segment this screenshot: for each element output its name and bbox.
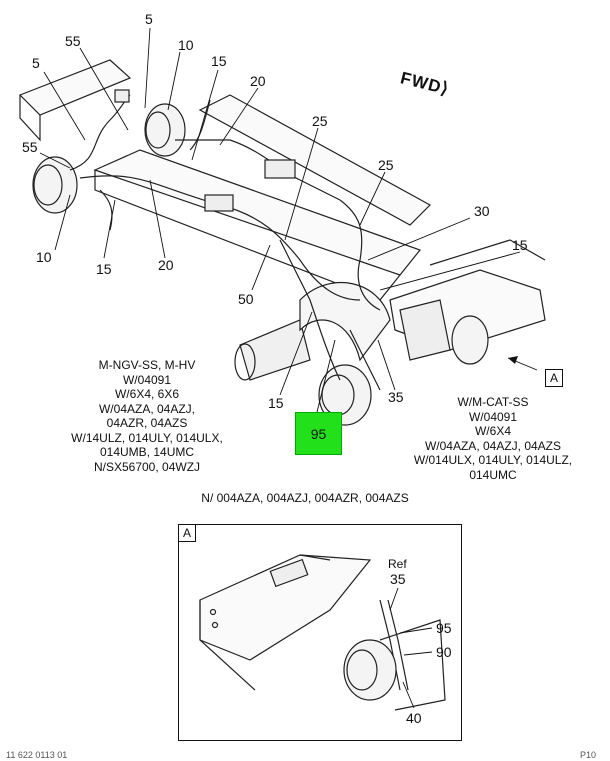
callout-55-top: 55 <box>65 33 81 49</box>
callout-95-label: 95 <box>310 425 327 442</box>
callout-20-top: 20 <box>250 73 266 89</box>
detail-ref-35: 35 <box>390 571 406 587</box>
callout-15-bottom: 15 <box>268 395 284 411</box>
left-applicability-note: M-NGV-SS, M-HV W/04091 W/6X4, 6X6 W/04AZ… <box>52 358 242 474</box>
left-note-line: W/6X4, 6X6 <box>114 387 180 401</box>
detail-callout-95: 95 <box>436 620 452 636</box>
left-note-line: 014UMB, 14UMC <box>99 445 195 459</box>
footer-part-number: 11 622 0113 01 <box>6 750 68 760</box>
callout-5-top: 5 <box>145 11 153 27</box>
left-note-line: N/SX56700, 04WZJ <box>93 459 201 474</box>
left-note-line: 04AZR, 04AZS <box>106 416 188 430</box>
left-note-line: M-NGV-SS, M-HV <box>98 358 196 372</box>
detail-callout-90: 90 <box>436 644 452 660</box>
right-note-line: W/014ULX, 014ULY, 014ULZ, <box>413 453 573 467</box>
right-applicability-note: W/M-CAT-SS W/04091 W/6X4 W/04AZA, 04AZJ,… <box>398 395 588 482</box>
callout-5-left: 5 <box>32 55 40 71</box>
callout-25-right: 25 <box>378 157 394 173</box>
highlighted-callout-95[interactable]: 95 <box>295 412 342 455</box>
callout-25-left: 25 <box>312 113 328 129</box>
right-note-line: W/04091 <box>468 409 518 424</box>
callout-50: 50 <box>238 291 254 307</box>
detail-view-a-tag: A <box>178 524 196 542</box>
callout-55-left: 55 <box>22 139 38 155</box>
detail-ref-word: Ref <box>388 557 407 571</box>
right-note-line: W/04AZA, 04AZJ, 04AZS <box>424 438 562 453</box>
left-note-line: W/04091 <box>122 372 172 387</box>
callout-30: 30 <box>474 203 490 219</box>
footer-page-ref: P10 <box>580 750 597 760</box>
callout-15-left: 15 <box>96 261 112 277</box>
right-note-line: 014UMC <box>469 467 517 482</box>
view-a-reference: A <box>545 369 563 387</box>
callout-15-right: 15 <box>512 237 528 253</box>
callout-10-bottom: 10 <box>36 249 52 265</box>
left-note-line: W/04AZA, 04AZJ, <box>98 401 196 416</box>
callout-10-top: 10 <box>178 37 194 53</box>
left-note-line: W/14ULZ, 014ULY, 014ULX, <box>71 430 223 445</box>
right-note-line: W/6X4 <box>474 424 511 438</box>
callout-15-top: 15 <box>211 53 227 69</box>
callout-35: 35 <box>388 389 404 405</box>
detail-callout-40: 40 <box>406 710 422 726</box>
not-applicable-note: N/ 004AZA, 004AZJ, 004AZR, 004AZS <box>201 491 409 505</box>
right-note-line: W/M-CAT-SS <box>457 395 529 409</box>
detail-view-a-frame <box>178 524 462 741</box>
callout-20-bottom: 20 <box>158 257 174 273</box>
